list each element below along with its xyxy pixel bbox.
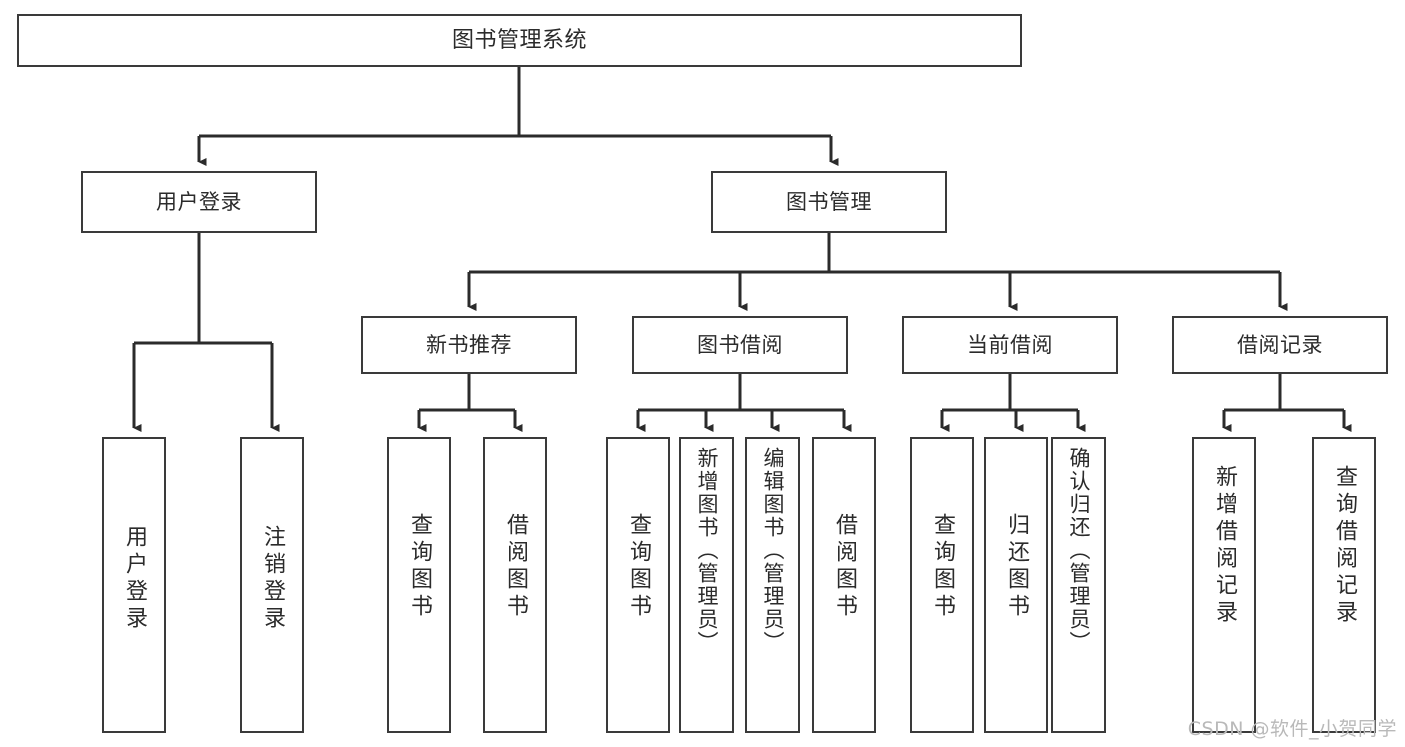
leaf-query-book-current-label: 查询图书 — [930, 513, 955, 621]
leaf-logout-label: 注销登录 — [260, 525, 285, 633]
node-root-label: 图书管理系统 — [451, 27, 587, 53]
node-borrow-record[interactable]: 借阅记录 — [1172, 316, 1388, 374]
leaf-query-borrow-record-label: 查询借阅记录 — [1332, 465, 1357, 627]
watermark-text: CSDN @软件_小贺同学 — [1187, 718, 1397, 740]
leaf-add-borrow-record[interactable]: 新增借阅记录 — [1192, 437, 1256, 733]
node-current-borrow[interactable]: 当前借阅 — [902, 316, 1118, 374]
leaf-user-login[interactable]: 用户登录 — [102, 437, 166, 733]
node-book-manage[interactable]: 图书管理 — [711, 171, 947, 233]
node-user-login-label: 用户登录 — [156, 189, 242, 214]
node-new-book-recommend[interactable]: 新书推荐 — [361, 316, 577, 374]
leaf-borrow-book-recommend[interactable]: 借阅图书 — [483, 437, 547, 733]
leaf-logout[interactable]: 注销登录 — [240, 437, 304, 733]
leaf-return-book[interactable]: 归还图书 — [984, 437, 1048, 733]
leaf-user-login-label: 用户登录 — [122, 525, 147, 633]
leaf-add-borrow-record-label: 新增借阅记录 — [1212, 465, 1237, 627]
leaf-add-book-admin[interactable]: 新增图书（管理员） — [679, 437, 734, 733]
node-book-borrow[interactable]: 图书借阅 — [632, 316, 848, 374]
leaf-query-borrow-record[interactable]: 查询借阅记录 — [1312, 437, 1376, 733]
leaf-query-book-recommend[interactable]: 查询图书 — [387, 437, 451, 733]
leaf-return-book-label: 归还图书 — [1004, 513, 1029, 621]
leaf-confirm-return-admin[interactable]: 确认归还（管理员） — [1051, 437, 1106, 733]
node-user-login[interactable]: 用户登录 — [81, 171, 317, 233]
leaf-query-book-borrow[interactable]: 查询图书 — [606, 437, 670, 733]
leaf-query-book-borrow-label: 查询图书 — [626, 513, 651, 621]
node-book-manage-label: 图书管理 — [786, 189, 872, 214]
leaf-borrow-book-borrow[interactable]: 借阅图书 — [812, 437, 876, 733]
node-borrow-record-label: 借阅记录 — [1237, 332, 1323, 357]
leaf-edit-book-admin[interactable]: 编辑图书（管理员） — [745, 437, 800, 733]
leaf-query-book-current[interactable]: 查询图书 — [910, 437, 974, 733]
leaf-add-book-admin-label: 新增图书（管理员） — [695, 447, 719, 654]
leaf-confirm-return-admin-label: 确认归还（管理员） — [1067, 447, 1091, 654]
node-root[interactable]: 图书管理系统 — [17, 14, 1022, 67]
leaf-query-book-recommend-label: 查询图书 — [407, 513, 432, 621]
leaf-borrow-book-recommend-label: 借阅图书 — [503, 513, 528, 621]
node-new-book-recommend-label: 新书推荐 — [426, 332, 512, 357]
node-book-borrow-label: 图书借阅 — [697, 332, 783, 357]
node-current-borrow-label: 当前借阅 — [967, 332, 1053, 357]
leaf-borrow-book-borrow-label: 借阅图书 — [832, 513, 857, 621]
leaf-edit-book-admin-label: 编辑图书（管理员） — [761, 447, 785, 654]
